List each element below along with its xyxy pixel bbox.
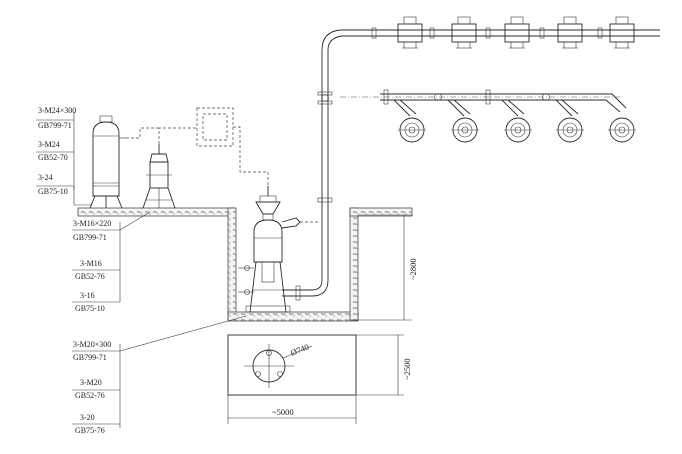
spec-labels: 3-M24×300 GB799-71 3-M24 GB52-70 3-24 GB… — [38, 106, 111, 435]
outlet-5 — [608, 117, 636, 143]
pump-bolt-spec: 3-M16×220 — [73, 219, 111, 228]
plan-depth-label: ~2500 — [402, 358, 412, 380]
upper-valve-1 — [397, 16, 435, 49]
filter-vessel — [142, 144, 176, 209]
pump-washer-spec: 3-16 — [80, 291, 95, 300]
upper-valve-5 — [609, 16, 635, 49]
pump-nut-std: GB52-76 — [75, 272, 105, 281]
conveying-pipeline — [282, 29, 660, 301]
pneumatic-pump — [238, 186, 301, 313]
base-bolt-spec: 3-M20×300 — [73, 340, 111, 349]
pit-depth-label: ~2800 — [408, 258, 418, 280]
air-receiver-tank — [89, 115, 126, 209]
outlet-4 — [555, 99, 584, 143]
outlet-3 — [501, 99, 532, 143]
outlet-1 — [393, 99, 426, 143]
tank-bolt-spec: 3-M24×300 — [38, 106, 76, 115]
tank-washer-std: GB75-10 — [38, 187, 68, 196]
tank-nut-std: GB52-70 — [38, 153, 68, 162]
tank-nut-spec: 3-M24 — [38, 140, 60, 149]
ground-and-pit — [77, 207, 413, 322]
outlet-2 — [447, 99, 479, 143]
pit-depth-dimension: ~2800 — [358, 214, 418, 321]
pump-washer-std: GB75-10 — [75, 304, 105, 313]
pump-nut-spec: 3-M16 — [80, 259, 102, 268]
lower-manifold — [340, 89, 636, 143]
upper-valve-row — [371, 16, 635, 49]
label-leaders — [36, 112, 247, 428]
base-nut-std: GB52-76 — [75, 391, 105, 400]
tank-bolt-std: GB799-71 — [38, 121, 72, 130]
base-washer-std: GB75-76 — [75, 426, 105, 435]
upper-valve-2 — [451, 16, 491, 49]
pump-bolt-std: GB799-71 — [73, 233, 107, 242]
base-washer-spec: 3-20 — [80, 413, 95, 422]
upper-valve-4 — [557, 16, 603, 49]
upper-valve-3 — [504, 16, 545, 49]
foundation-plan-view: Ø740 ~5000 ~2500 — [227, 334, 412, 424]
hole-diameter-label: Ø740 — [289, 342, 310, 358]
tank-washer-spec: 3-24 — [38, 173, 53, 182]
control-box — [126, 107, 269, 190]
plan-width-label: ~5000 — [272, 407, 294, 417]
base-nut-spec: 3-M20 — [80, 378, 102, 387]
base-bolt-std: GB799-71 — [73, 353, 107, 362]
